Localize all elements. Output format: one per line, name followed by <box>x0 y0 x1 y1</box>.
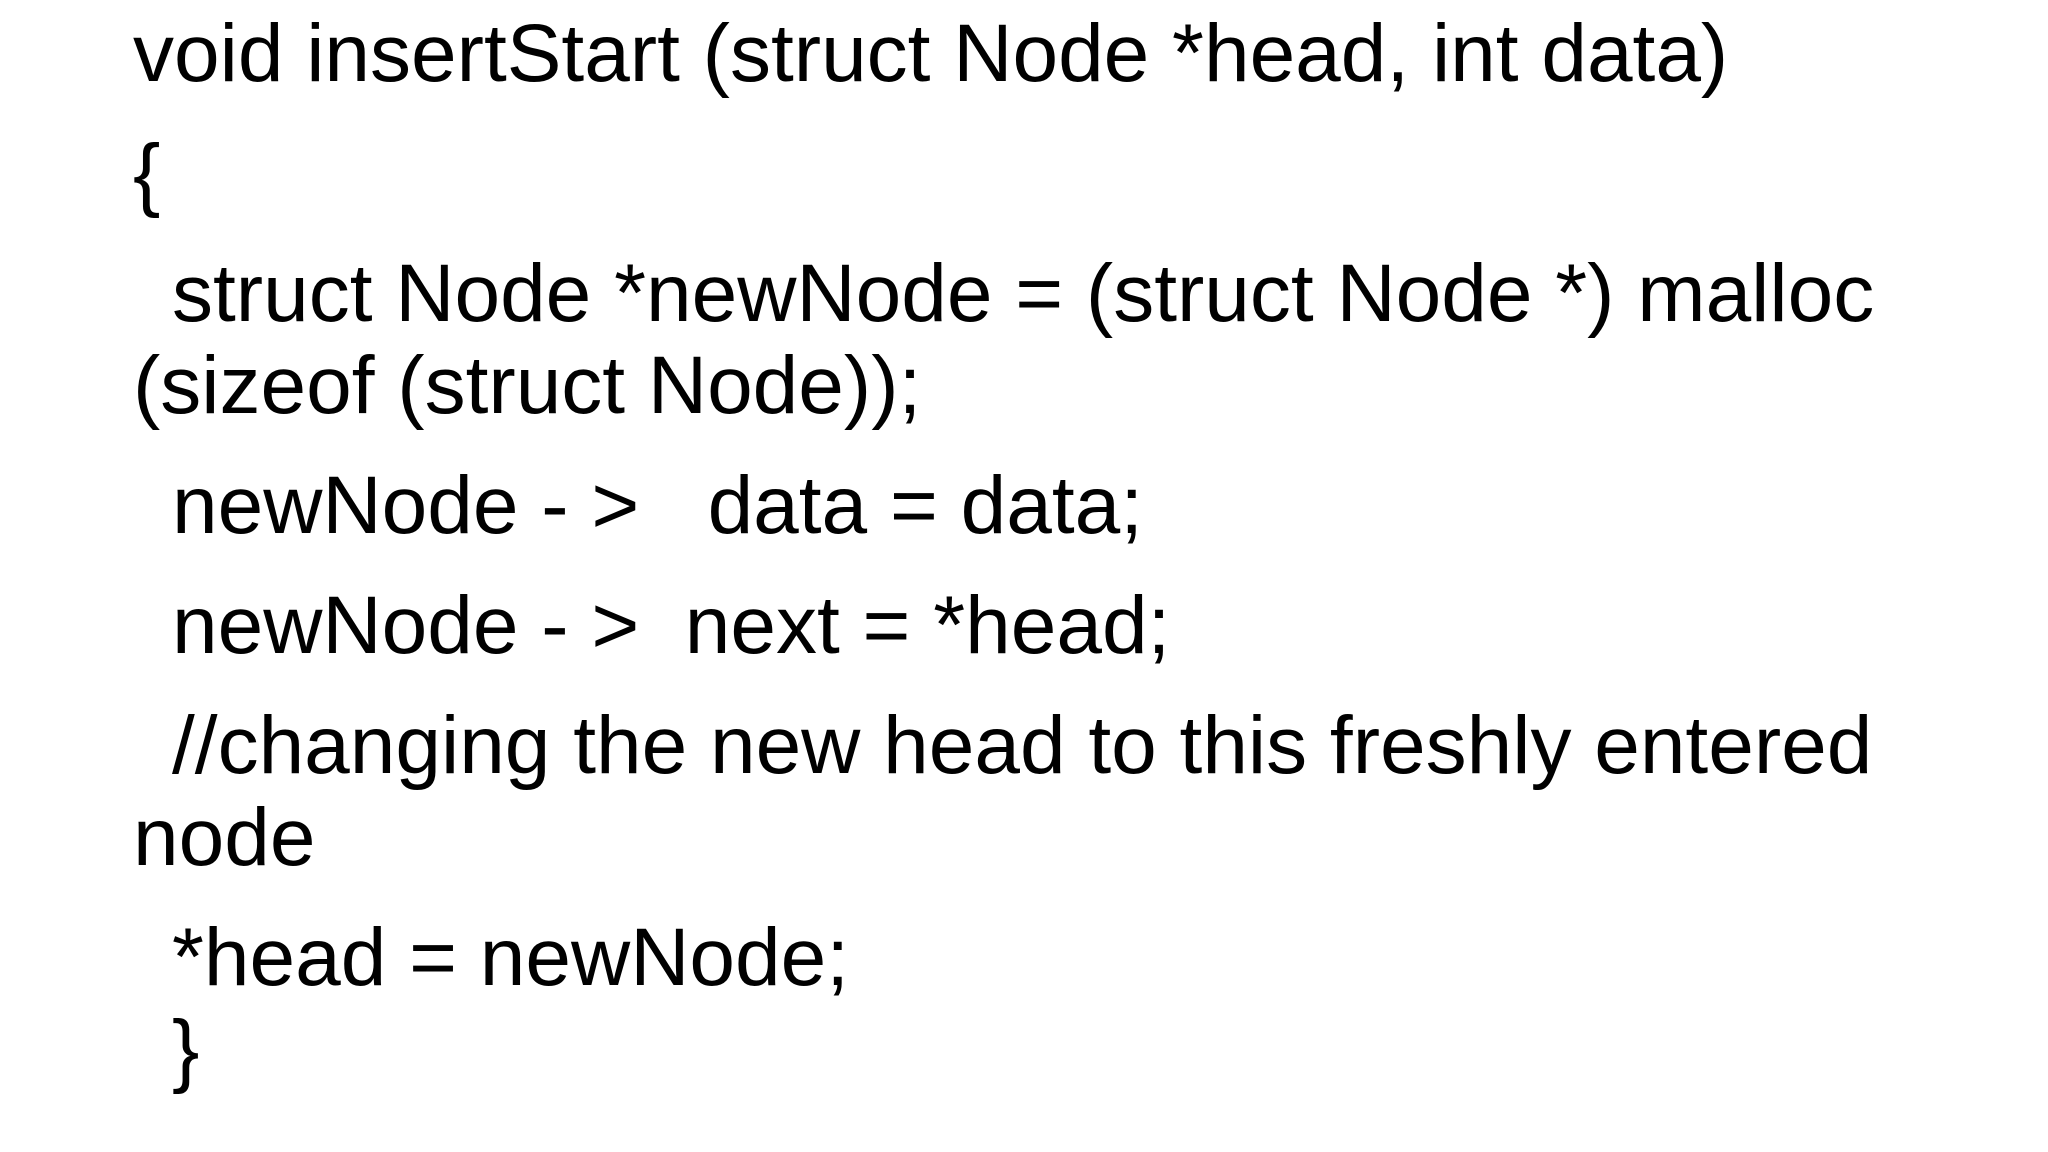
code-line: struct Node *newNode = (struct Node *) m… <box>172 248 1875 339</box>
code-line: node <box>133 792 316 883</box>
code-line: newNode - > next = *head; <box>172 580 1171 671</box>
code-line: } <box>172 1004 200 1095</box>
code-line: newNode - > data = data; <box>172 460 1143 551</box>
code-line: //changing the new head to this freshly … <box>172 700 1873 791</box>
code-block: void insertStart (struct Node *head, int… <box>133 8 2008 1096</box>
code-line: { <box>133 128 161 219</box>
code-line: void insertStart (struct Node *head, int… <box>133 8 1729 99</box>
code-line: (sizeof (struct Node)); <box>133 340 922 431</box>
code-line: *head = newNode; <box>172 912 850 1003</box>
